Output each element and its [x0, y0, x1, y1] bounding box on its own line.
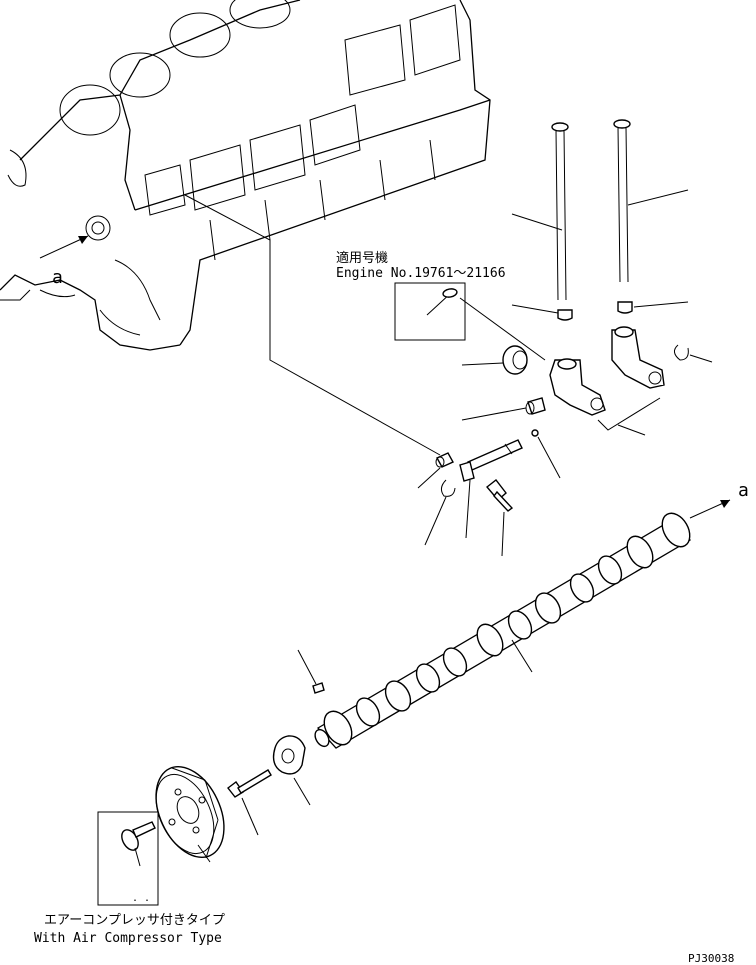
woodruff-key	[312, 682, 325, 694]
leader-line	[424, 496, 447, 546]
camshaft	[314, 512, 692, 749]
applicable-serial-box	[394, 282, 466, 341]
leader-line	[461, 362, 504, 366]
ball	[531, 429, 539, 437]
push-rod-left	[551, 122, 569, 301]
leader-line	[511, 304, 559, 314]
valve-cap-right	[617, 301, 633, 314]
thrust-plate	[272, 735, 306, 775]
leader-line	[633, 301, 689, 308]
leader-line	[537, 436, 561, 479]
view-marker-right: a	[738, 480, 749, 501]
leader-line	[617, 424, 646, 436]
tappet-shaft	[459, 439, 523, 482]
leader-line	[297, 649, 317, 685]
valve-cap-left	[557, 309, 573, 321]
drawing-code: PJ30038	[688, 952, 734, 965]
view-arrow-right: a	[689, 480, 749, 519]
cam-gear	[155, 765, 225, 859]
leader-line	[461, 407, 527, 421]
leader-line	[627, 189, 689, 206]
leader-line	[293, 777, 311, 806]
caption-english: With Air Compressor Type	[34, 931, 222, 946]
bracket-line	[597, 397, 661, 431]
plate-bolt	[227, 769, 272, 798]
snap-ring-right	[674, 344, 689, 361]
push-rod-right	[613, 119, 631, 283]
view-arrow-left: a	[39, 235, 89, 288]
leader-line	[689, 354, 713, 363]
bolt	[485, 479, 514, 512]
svg-text:. .: . .	[132, 893, 150, 904]
leader-line	[417, 467, 441, 489]
air-compressor-option-box: . .	[97, 811, 159, 906]
leader-line	[465, 479, 471, 539]
tappet-lever-left	[549, 358, 606, 416]
roller-washer	[502, 345, 528, 375]
leader-line	[197, 844, 211, 863]
leader-line	[511, 639, 533, 673]
leader-line	[241, 797, 259, 836]
tappet-lever-right	[611, 326, 665, 389]
bushing	[525, 397, 546, 415]
leader-line	[501, 511, 505, 557]
leader-line	[459, 297, 546, 361]
block-pin	[435, 452, 454, 468]
applicable-label: 適用号機	[336, 250, 388, 266]
leader-line	[184, 194, 441, 456]
caption-japanese: エアーコンプレッサ付きタイプ	[44, 913, 225, 928]
leader-line	[511, 213, 563, 231]
engine-number-label: Engine No.19761～21166	[336, 266, 506, 281]
engine-block-drawing	[0, 0, 491, 351]
view-marker-left: a	[52, 267, 63, 288]
snap-ring-left	[440, 479, 456, 497]
